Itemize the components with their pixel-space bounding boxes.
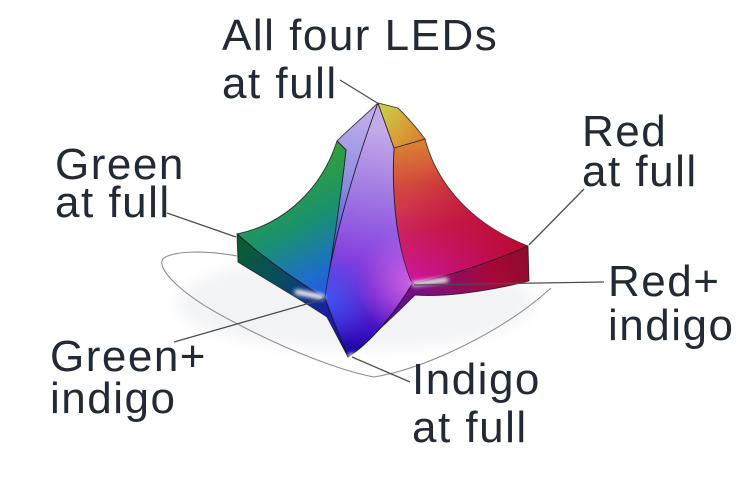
leader-green-indigo — [173, 298, 325, 343]
label-green-indigo-line1: Green+ — [50, 332, 207, 381]
label-red-line1: Red — [582, 107, 668, 156]
label-indigo-at-full: Indigo at full — [412, 356, 541, 452]
glow-indigo-vertex — [347, 353, 369, 360]
red-corner-shading — [393, 139, 528, 284]
leader-red — [528, 188, 585, 246]
label-green-line2: at full — [55, 178, 171, 227]
glow-magenta-vertex — [411, 277, 449, 287]
label-red-at-full: Red at full — [582, 107, 698, 196]
label-indigo-line1: Indigo — [412, 355, 541, 404]
glow-center-vertex — [294, 289, 325, 300]
base-outline-loop — [161, 251, 552, 378]
label-all-four-leds: All four LEDs at full — [222, 12, 498, 108]
leader-indigo — [351, 356, 411, 383]
crease-magenta-to-indigo — [347, 283, 413, 358]
leader-red-indigo — [413, 281, 605, 286]
label-red-indigo-line1: Red+ — [608, 257, 721, 306]
label-green-line1: Green — [55, 140, 185, 189]
crease-center-to-indigo — [324, 297, 349, 358]
label-green-indigo: Green+ indigo — [50, 332, 207, 423]
leader-green — [166, 212, 237, 238]
leader-all-four — [339, 79, 380, 105]
label-green-at-full: Green at full — [55, 140, 185, 227]
label-red-line2: at full — [582, 147, 698, 196]
label-indigo-line2: at full — [412, 403, 528, 452]
label-all-four-leds-line1: All four LEDs — [222, 11, 499, 60]
label-red-indigo-line2: indigo — [608, 301, 735, 350]
cyan-vertex-glow-tint — [325, 103, 412, 357]
peak-plateau-face — [377, 102, 426, 149]
label-red-indigo: Red+ indigo — [608, 260, 734, 348]
label-green-indigo-line2: indigo — [50, 374, 177, 423]
label-all-four-leds-line2: at full — [222, 59, 338, 108]
